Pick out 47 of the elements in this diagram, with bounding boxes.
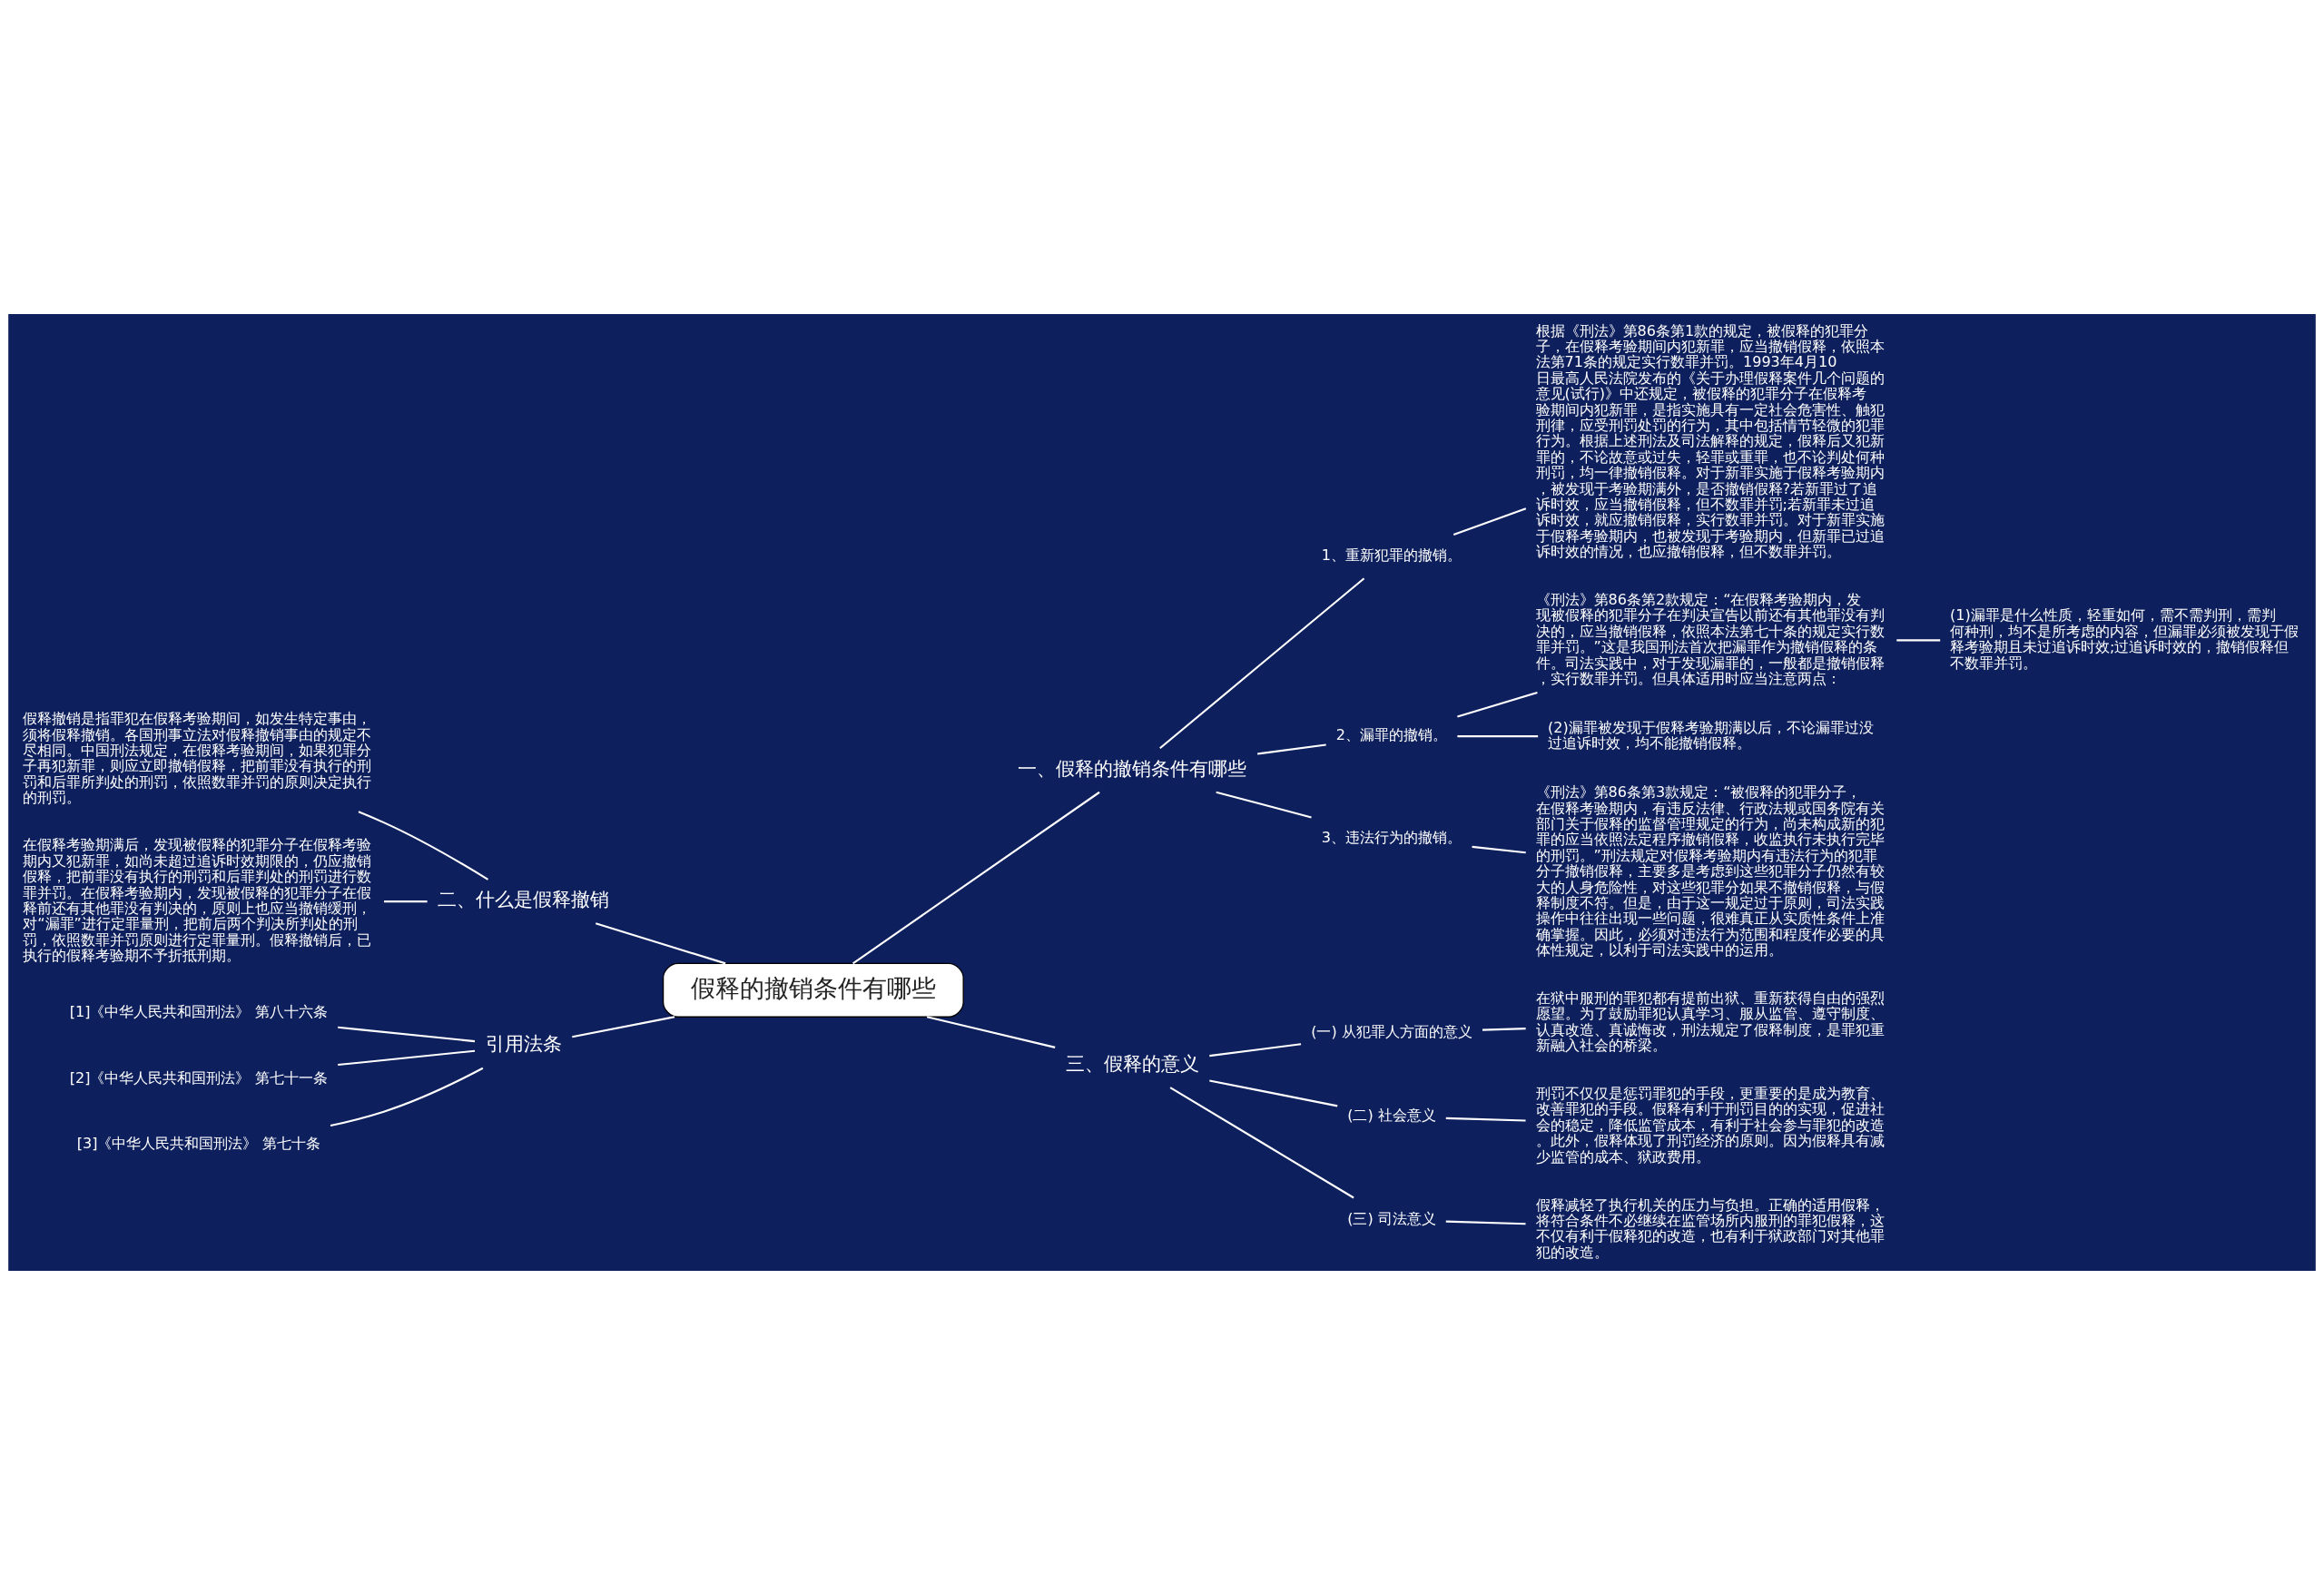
node-text: 在狱中服刑的罪犯都有提前出狱、重新获得自由的强烈愿望。为了鼓励罪犯认真学习、服从监管、遵守制度、认真改造、真诚悔改，刑法规定了假释制度，是罪犯重新融入社会的桥梁。: [1535, 989, 1885, 1054]
connector: [1209, 1078, 1338, 1107]
node-text: 根据《刑法》第86条第1款的规定，被假释的犯罪分子，在假释考验期间内犯新罪，应当撤销假释，依照本法第71条的规定实行数罪并罚。1993年4月10日最高人民法院发布的《关于办理假释案件几个问题的意见(试行)》中还规定，被假释的犯罪分子在假释考验期间内犯新罪，是指实施具有一定社会危害性、触犯刑律，应受刑罚处罚的行为，其中包括情节轻微的犯罪行为。根据上述刑法及司法解释的规定，假释后又犯新罪的，不论故意或过失，轻罪或重罪，也不论判处何种刑罚，均一律撤销假释。对于新罪实施于假释考验期内，被发现于考验期满外，是否撤销假释?若新罪过了追诉时效，应当撤销假释，但不数罪并罚;若新罪未过追诉时效，就应撤销假释，实行数罪并罚。对于新罪实施于假释考验期内，也被发现于考验期内，但新罪已过追诉时效的情况，也应撤销假释，但不数罪并罚。: [1535, 321, 1885, 560]
connector: [338, 1026, 476, 1042]
connector: [1216, 791, 1312, 818]
connector: [1457, 691, 1538, 718]
connector: [358, 810, 489, 881]
connector: [384, 900, 428, 902]
node-text: [2]《中华人民共和国刑法》 第七十一条: [69, 1068, 328, 1087]
connector: [1472, 845, 1526, 853]
node-text: [1]《中华人民共和国刑法》 第八十六条: [69, 1002, 328, 1020]
connector: [1159, 576, 1365, 749]
node-text: (三) 司法意义: [1347, 1209, 1436, 1227]
connector: [1445, 1117, 1526, 1122]
node-text: 假释撤销是指罪犯在假释考验期间，如发生特定事由，须将假释撤销。各国刑事立法对假释撤销事由的规定不尽相同。中国刑法规定，在假释考验期间，如果犯罪分子再犯新罪，则应立即撤销假释，把前罪没有执行的刑罚和后罪所判处的刑罚，依照数罪并罚的原则决定执行的刑罚。: [23, 709, 372, 806]
node-text: 三、假释的意义: [1065, 1051, 1199, 1075]
node-text: [3]《中华人民共和国刑法》 第七十条: [76, 1134, 320, 1152]
node-text: (1)漏罪是什么性质，轻重如何，需不需判刑，需判何种刑，均不是所考虑的内容，但漏罪必须被发现于假释考验期且未过追诉时效;过追诉时效的，撤销假释但不数罪并罚。: [1949, 605, 2299, 672]
node-text: 假释减轻了执行机关的压力与负担。正确的适用假释，将符合条件不必继续在监管场所内服刑的罪犯假释，这不仅有利于假释犯的改造，也有利于狱政部门对其他罪犯的改造。: [1535, 1195, 1885, 1261]
node-text: 1、重新犯罪的撤销。: [1321, 546, 1462, 564]
connector: [926, 1015, 1056, 1048]
node-text: 2、漏罪的撤销。: [1335, 725, 1448, 743]
connector: [1445, 1220, 1526, 1225]
connector: [852, 791, 1100, 964]
connector: [1896, 638, 1941, 641]
node-text: 《刑法》第86条第3款规定：“被假释的犯罪分子，在假释考验期内，有违反法律、行政法规或国务院有关部门关于假释的监督管理规定的行为，尚未构成新的犯罪的应当依照法定程序撤销假释，收监执行未执行完毕的刑罚。”刑法规定对假释考验期内有违法行为的犯罪分子撤销假释，主要多是考虑到这些犯罪分子仍然有较大的人身危险性，对这些犯罪分如果不撤销假释，与假释制度不符。但是，由于这一规定过于原则，司法实践操作中往往出现一些问题，很难真正从实质性条件上准确掌握。因此，必须对违法行为范围和程度作必要的具体性规定，以利于司法实践中的运用。: [1535, 782, 1885, 959]
connector: [338, 1049, 476, 1066]
node-text: (2)漏罪被发现于假释考验期满以后，不论漏罪过没过追诉时效，均不能撤销假释。: [1547, 718, 1874, 752]
connector: [1457, 734, 1539, 737]
connector: [1169, 1086, 1354, 1198]
connector: [1482, 1027, 1526, 1031]
connector: [330, 1067, 484, 1127]
node-text: 刑罚不仅仅是惩罚罪犯的手段，更重要的是成为教育、改善罪犯的手段。假释有利于刑罚目的的实现，促进社会的稳定，降低监管成本，有利于社会参与罪犯的改造。此外，假释体现了刑罚经济的原则。因为假释具有减少监管的成本、狱政费用。: [1535, 1084, 1885, 1166]
node-text: 二、什么是假释撤销: [438, 887, 610, 910]
connector: [1452, 507, 1527, 536]
connector: [595, 921, 726, 964]
connector: [1256, 743, 1326, 755]
node-text: (一) 从犯罪人方面的意义: [1311, 1022, 1472, 1040]
node-text: 引用法条: [485, 1031, 562, 1055]
node-text: 在假释考验期满后，发现被假释的犯罪分子在假释考验期内又犯新罪，如尚未超过追诉时效期限的，仍应撤销假释，把前罪没有执行的刑罚和后罪判处的刑罚进行数罪并罚。在假释考验期内，发现被假释的犯罪分子在假释前还有其他罪没有判决的，原则上也应当撤销缓刑，对“漏罪”进行定罪量刑，把前后两个判决所判处的刑罚，依照数罪并罚原则进行定罪量刑。假释撤销后，已执行的假释考验期不予折抵刑期。: [23, 835, 372, 964]
node-text: 一、假释的撤销条件有哪些: [1018, 756, 1247, 780]
node-text: 《刑法》第86条第2款规定：“在假释考验期内，发现被假释的犯罪分子在判决宣告以前还有其他罪没有判决的，应当撤销假释，依照本法第七十条的规定实行数罪并罚。”这是我国刑法首次把漏罪作为撤销假释的条件。司法实践中，对于发现漏罪的，一般都是撤销假释，实行数罪并罚。但具体适用时应当注意两点：: [1535, 590, 1885, 687]
node-text: 3、违法行为的撤销。: [1321, 828, 1462, 846]
connector: [1209, 1042, 1302, 1057]
node-text: (二) 社会意义: [1347, 1106, 1436, 1124]
node-box: 假释的撤销条件有哪些: [662, 962, 964, 1018]
connector: [572, 1015, 675, 1038]
